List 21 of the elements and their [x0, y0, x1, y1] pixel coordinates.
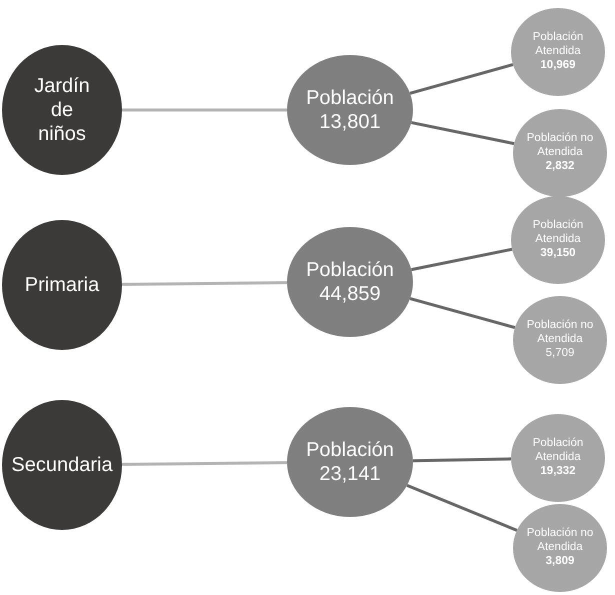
node-label: Población 23,141	[305, 438, 395, 486]
connector-line	[122, 281, 288, 286]
node-label: Población 13,801	[305, 86, 395, 134]
connector-line	[412, 457, 512, 462]
node-label: Población Atendida 19,332	[532, 437, 584, 479]
node-label: Población no Atendida 3,809	[526, 527, 594, 569]
node-label: Primaria	[24, 273, 100, 297]
connector-line	[122, 108, 287, 112]
node-label: Jardín de niños	[33, 74, 91, 146]
connector-line	[411, 121, 514, 146]
connector-line	[410, 297, 516, 329]
node-label: Secundaria	[10, 453, 114, 477]
connector-line	[411, 248, 512, 272]
node-label: Población 44,859	[305, 258, 395, 306]
node-label: Población no Atendida 2,832	[526, 132, 594, 174]
connector-line	[410, 63, 514, 95]
node-label: Población no Atendida 5,709	[526, 319, 594, 361]
node-label: Población Atendida 39,150	[532, 219, 584, 261]
node-label: Población Atendida 10,969	[532, 31, 584, 73]
connector-line	[122, 461, 288, 466]
connector-line	[406, 484, 518, 532]
